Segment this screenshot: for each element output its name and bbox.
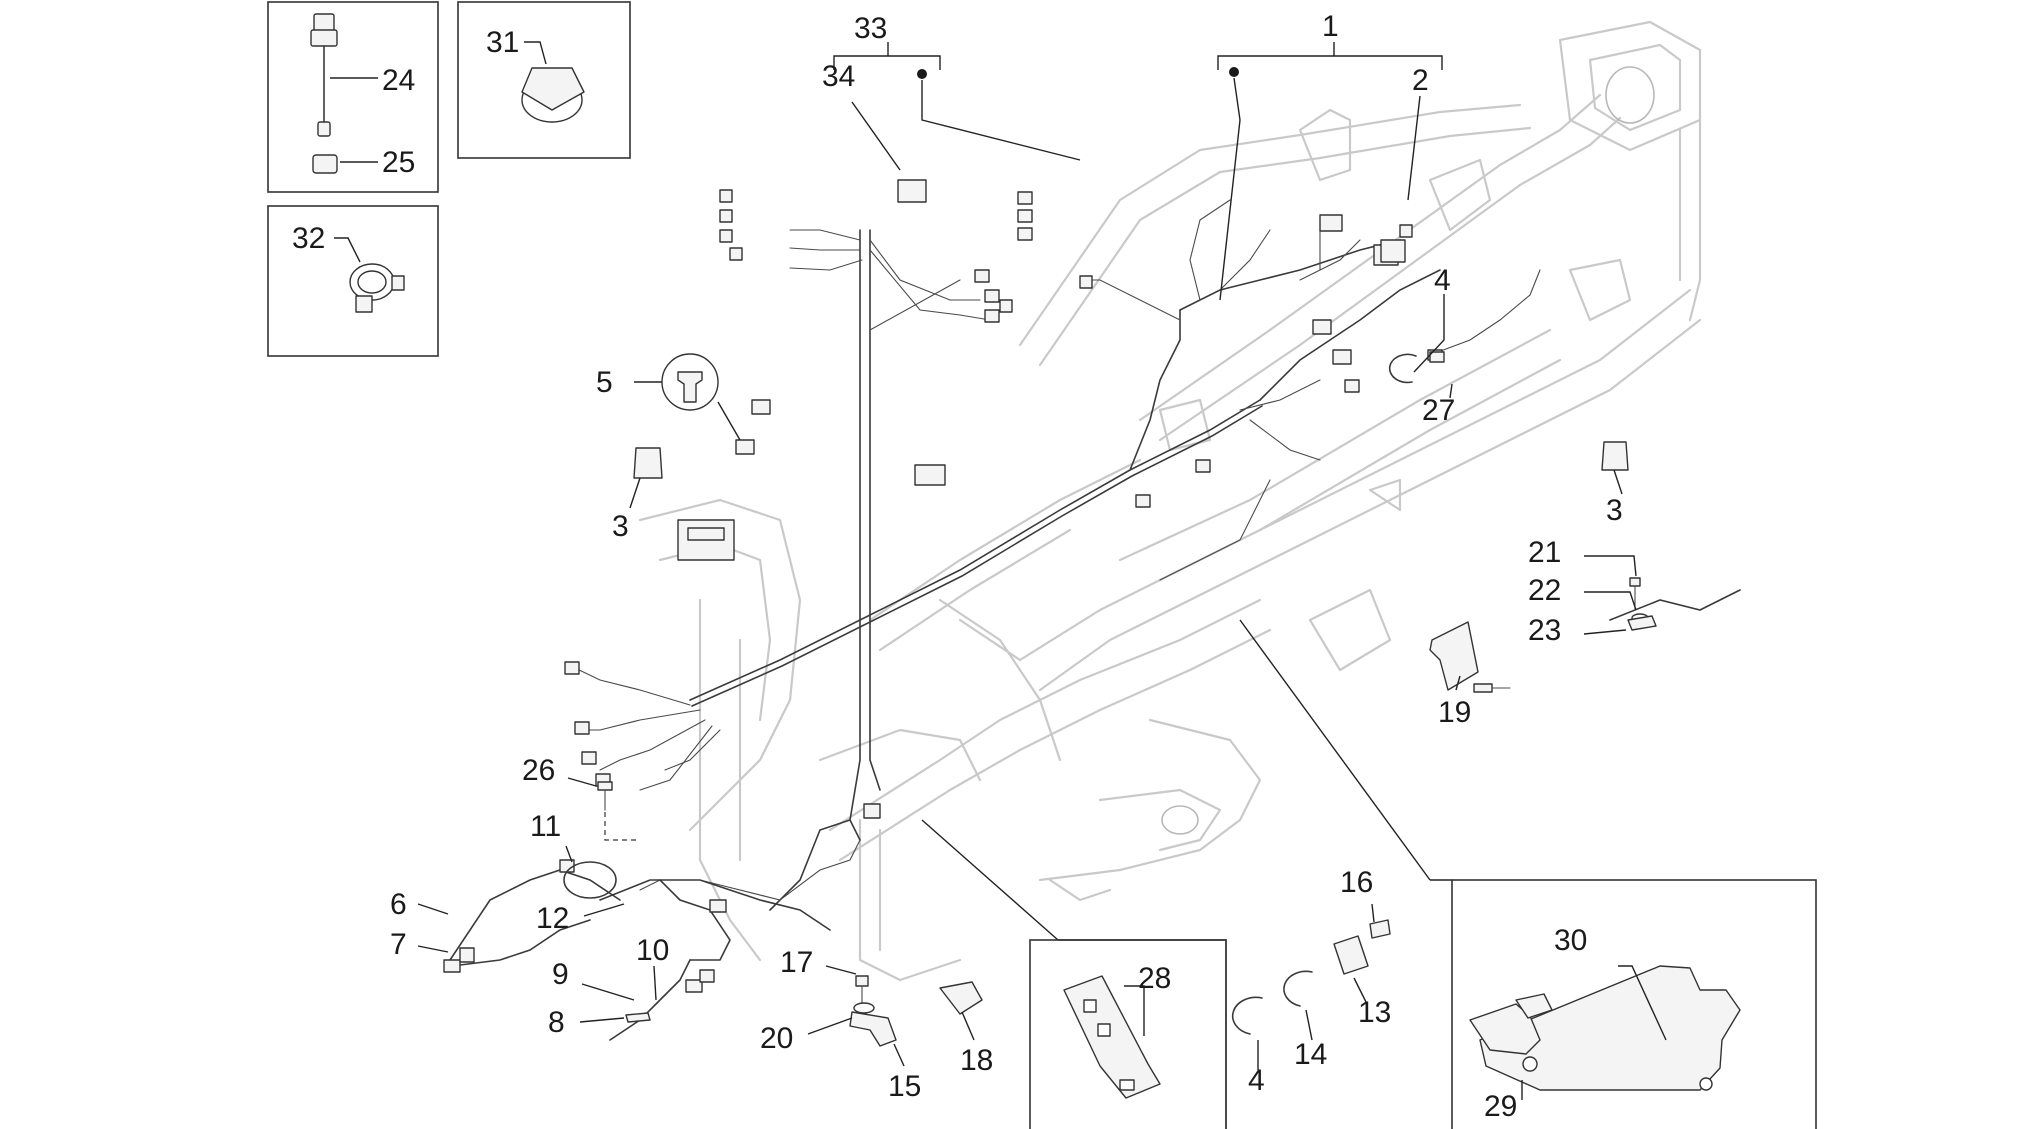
label-8: 8: [548, 1006, 565, 1039]
label-28: 28: [1138, 962, 1171, 995]
connector-part: [312, 154, 338, 174]
label-31: 31: [486, 26, 519, 59]
label-13: 13: [1358, 996, 1391, 1029]
label-19: 19: [1438, 696, 1471, 729]
label-23: 23: [1528, 614, 1561, 647]
connectors: [564, 179, 1443, 819]
label-3-left: 3: [612, 510, 629, 543]
label-26: 26: [522, 754, 555, 787]
label-12: 12: [536, 902, 569, 935]
label-18: 18: [960, 1044, 993, 1077]
clamp-part: [391, 275, 405, 291]
label-25: 25: [382, 146, 415, 179]
inset-clamp-32: [267, 205, 439, 357]
label-17: 17: [780, 946, 813, 979]
label-10: 10: [636, 934, 669, 967]
label-22: 22: [1528, 574, 1561, 607]
inset-switch-24-25: [267, 1, 439, 193]
inset-bracket-29-30: [1239, 619, 1817, 1129]
label-32: 32: [292, 222, 325, 255]
inset-connector-31: [457, 1, 631, 159]
dot-1: [1229, 67, 1239, 77]
dot-33: [917, 69, 927, 79]
label-6: 6: [390, 888, 407, 921]
label-3-right: 3: [1606, 494, 1623, 527]
label-24: 24: [382, 64, 415, 97]
label-34: 34: [822, 60, 855, 93]
callout-numbers: 1 2 3 3 4 4 5 6 7 8 9 10 11 12 13 14 15 …: [292, 10, 1623, 1123]
inset-bracket-28: [921, 819, 1227, 1129]
label-11: 11: [530, 810, 561, 843]
leader-lines: [417, 42, 1637, 1070]
label-33: 33: [854, 12, 887, 45]
label-15: 15: [888, 1070, 921, 1103]
label-21: 21: [1528, 536, 1561, 569]
label-30: 30: [1554, 924, 1587, 957]
label-29: 29: [1484, 1090, 1517, 1123]
label-16: 16: [1340, 866, 1373, 899]
label-2: 2: [1412, 64, 1429, 97]
scooter-frame: [638, 20, 1702, 982]
label-9: 9: [552, 958, 569, 991]
wiring-harness: [574, 199, 1741, 931]
label-7: 7: [390, 928, 407, 961]
label-5: 5: [596, 366, 613, 399]
label-27: 27: [1422, 394, 1455, 427]
small-parts: [443, 351, 1657, 1047]
label-14: 14: [1294, 1038, 1327, 1071]
label-1: 1: [1322, 10, 1339, 43]
label-20: 20: [760, 1022, 793, 1055]
label-4-top: 4: [1434, 264, 1451, 297]
label-4-bottom: 4: [1248, 1064, 1265, 1097]
